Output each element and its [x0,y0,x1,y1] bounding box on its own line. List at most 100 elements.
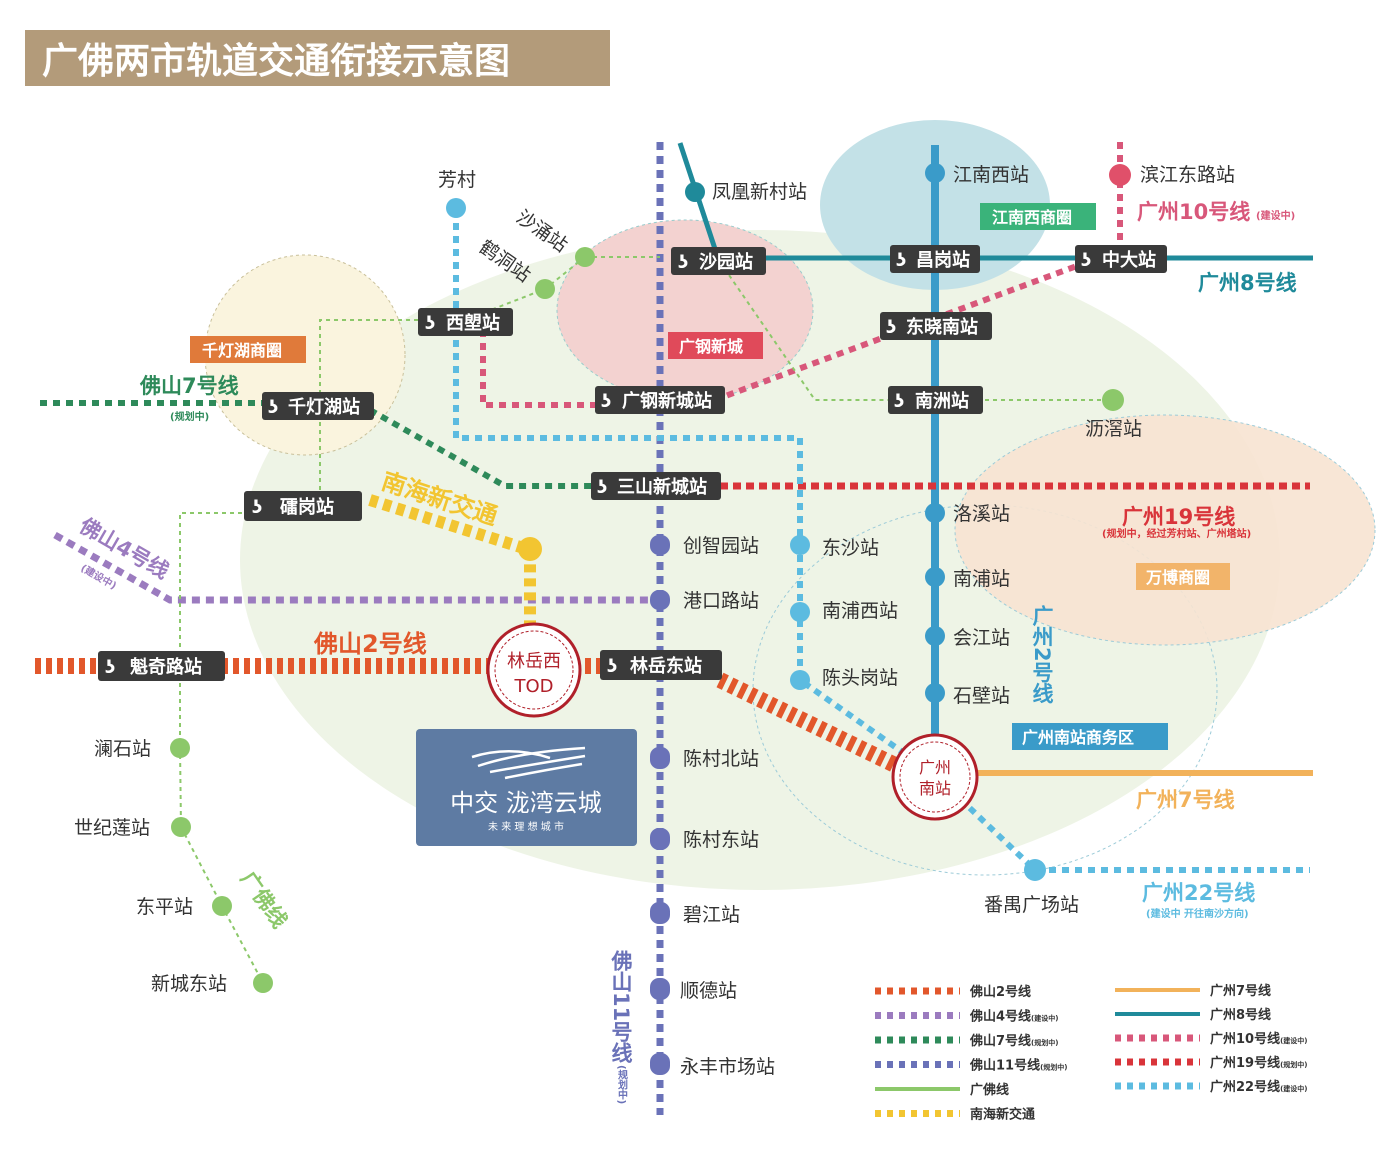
transfer-dongxiaonan[interactable]: ʖ 东晓南站 [880,312,992,340]
label-shijilian: 世纪莲站 [74,817,150,839]
dot-huijiang[interactable] [925,626,945,646]
svg-text:ʖ: ʖ [894,391,904,412]
legend-note: (建设中) [1280,1084,1307,1093]
label-shunde: 顺德站 [680,980,737,1002]
dot-lanshi[interactable] [170,738,190,758]
label-binjiangdonglu: 滨江东路站 [1140,164,1235,186]
label-nanpu: 南浦站 [953,568,1010,590]
transfer-label: 西塱站 [446,312,500,334]
tag-gzsouth: 广州南站商务区 [1022,728,1134,747]
label-fs7: 佛山7号线 [139,374,239,398]
svg-text:ʖ: ʖ [425,313,435,334]
transfer-changgang[interactable]: ʖ 昌岗站 [890,245,980,273]
dot-chuangzhiyuan[interactable] [650,535,670,555]
legend-label-guangfo: 广佛线 [970,1082,1009,1098]
dot-gangkoulu[interactable] [650,590,670,610]
transfer-label: 中大站 [1102,249,1156,271]
dot-binjiangdonglu[interactable] [1109,164,1131,186]
dot-dongping[interactable] [212,896,232,916]
map-title: 广佛两市轨道交通衔接示意图 [42,40,510,82]
dot-chencunbei[interactable] [650,747,670,769]
promo-slogan: 未 来 理 想 城 市 [488,820,564,833]
label-chencundong: 陈村东站 [683,829,759,851]
dot-lijiao[interactable] [1102,389,1124,411]
transfer-label: 礌岗站 [280,496,334,518]
dot-nanpuxi[interactable] [790,602,810,622]
svg-text:ʖ: ʖ [252,497,262,518]
transfer-label: 昌岗站 [916,249,970,271]
legend-note: (规划中) [1280,1060,1307,1069]
label-fangcun: 芳村 [438,169,476,191]
dot-dongsha[interactable] [790,535,810,555]
label-fs2: 佛山2号线 [313,630,427,658]
note-gz10: (建设中) [1256,209,1295,222]
tag-qiandenghu: 千灯湖商圈 [202,341,282,360]
svg-text:ʖ: ʖ [896,250,906,271]
dot-fenghuangxincun[interactable] [685,182,705,202]
label-chencunbei: 陈村北站 [683,748,759,770]
transfer-label: 广钢新城站 [622,390,712,412]
label-chuangzhiyuan: 创智园站 [683,535,759,557]
label-gz22: 广州22号线 [1142,881,1255,905]
legend-label-gz10: 广州10号线(建设中) [1210,1031,1308,1047]
dot-shijilian[interactable] [171,817,191,837]
line-labels: 广州10号线 (建设中) 广州8号线 佛山7号线 (规划中) 南海新交通 广州1… [75,200,1297,1104]
svg-text:ʖ: ʖ [886,317,896,338]
dot-yongfeng[interactable] [650,1053,670,1075]
label-shachong: 沙涌站 [512,206,571,257]
transfer-label: 东晓南站 [906,316,978,338]
svg-text:ʖ: ʖ [597,477,607,498]
tag-guanggang: 广钢新城 [679,337,743,356]
transfer-label: 魁奇路站 [130,656,202,678]
dot-jiangnanxi[interactable] [925,163,945,183]
legend: 佛山2号线佛山4号线(建设中)佛山7号线(规划中)佛山11号线(规划中)广佛线南… [875,983,1308,1123]
svg-text:ʖ: ʖ [268,397,278,418]
dot-shunde[interactable] [650,978,670,1000]
dot-xinchengdong[interactable] [253,973,273,993]
transfer-guanggangxincheng[interactable]: ʖ 广钢新城站 [595,386,725,414]
transfer-leigang[interactable]: ʖ 礌岗站 [244,491,362,521]
label-gz2: 广州2号线 [1030,604,1054,704]
station-dots [170,163,1131,1075]
dot-bijiang[interactable] [650,902,670,924]
dot-hedong[interactable] [535,279,555,299]
dot-shachong[interactable] [575,247,595,267]
transfer-xilang[interactable]: ʖ 西塱站 [418,308,513,336]
tag-wanbo: 万博商圈 [1145,568,1210,587]
legend-note: (建设中) [1280,1036,1307,1045]
hub-gzsouth-line1: 广州 [919,758,951,777]
dot-shibi[interactable] [925,683,945,703]
dot-fangcun[interactable] [446,198,466,218]
dot-luoxi[interactable] [925,503,945,523]
note-fs4: (建设中) [79,561,119,592]
hub-linyuexi[interactable]: 林岳西 TOD [486,622,582,718]
transfer-nanzhou[interactable]: ʖ 南洲站 [888,386,983,414]
line-gz22 [453,210,1310,873]
hub-gzsouth[interactable]: 广州 南站 [891,733,979,821]
promo-card: 中交 泷湾云城 未 来 理 想 城 市 [416,729,637,846]
dot-chencundong[interactable] [650,828,670,850]
zone-wanbo [954,414,1376,646]
dot-chentougang[interactable] [790,670,810,690]
legend-label-fs7: 佛山7号线(规划中) [969,1033,1058,1049]
note-fs11: (规划中) [616,1065,628,1104]
svg-text:ʖ: ʖ [601,391,611,412]
transfer-label: 南洲站 [915,390,969,412]
legend-label-gz8: 广州8号线 [1210,1007,1271,1023]
label-lijiao: 沥滘站 [1085,418,1142,440]
title-banner [25,30,610,86]
label-panyu: 番禺广场站 [984,894,1079,916]
label-jiangnanxi: 江南西站 [953,164,1029,186]
label-luoxi: 洛溪站 [953,503,1010,525]
hub-linyuexi-line2: TOD [513,676,553,697]
dot-nanpu[interactable] [925,567,945,587]
dot-panyu[interactable] [1024,859,1046,881]
label-gz7: 广州7号线 [1136,788,1235,812]
